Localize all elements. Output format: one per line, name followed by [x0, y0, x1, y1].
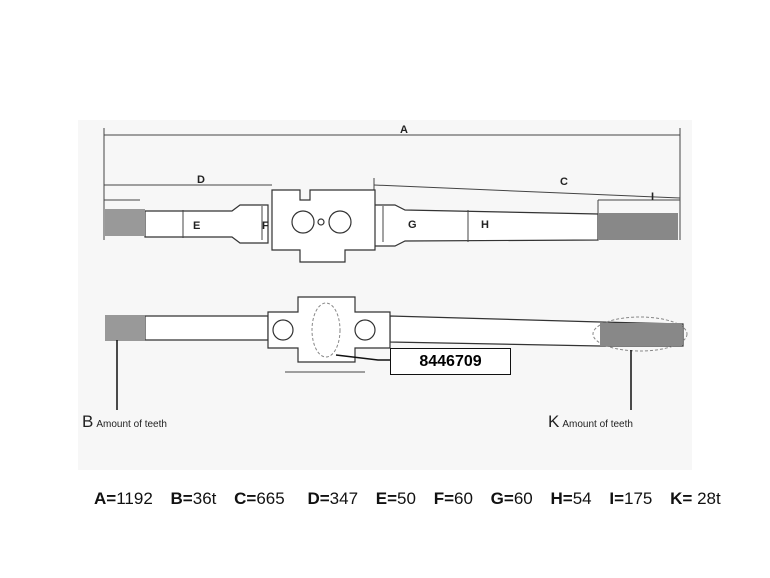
dim-label-g: G — [408, 219, 417, 231]
legend-d: D=347 — [307, 489, 358, 508]
drawing-background — [78, 120, 692, 470]
legend-a: A=1192 — [94, 489, 153, 508]
left-spline — [105, 209, 145, 236]
left-spline-bottom — [105, 315, 145, 341]
legend-value: 60 — [513, 489, 533, 508]
legend-value: 50 — [397, 489, 416, 508]
legend-key: A= — [94, 489, 117, 508]
legend-k: K= 28t — [670, 489, 721, 508]
legend-key: C= — [234, 489, 257, 508]
right-spline — [598, 213, 678, 240]
legend-key: H= — [550, 489, 573, 508]
legend-key: F= — [433, 489, 455, 508]
legend-value: 36t — [192, 489, 217, 508]
callout-b-letter: B — [82, 412, 94, 431]
bottom-view-shaft — [105, 296, 688, 373]
legend-g: G=60 — [491, 489, 533, 508]
legend-value: 1192 — [116, 489, 153, 508]
top-joint-left — [291, 210, 315, 234]
dim-label-d: D — [197, 174, 205, 186]
legend-h: H=54 — [550, 489, 591, 508]
legend-key: K= — [670, 489, 693, 508]
dimension-legend: A=1192 B=36t C=665 D=347 E=50 F=60 G=60 … — [94, 489, 734, 509]
callout-k-text: Amount of teeth — [562, 419, 633, 430]
legend-value: 175 — [624, 489, 653, 508]
callout-k-letter: K — [548, 412, 560, 431]
dim-label-c: C — [560, 176, 568, 188]
dimension-lines — [103, 128, 681, 250]
legend-key: G= — [490, 489, 514, 508]
dim-label-h: H — [481, 219, 489, 231]
top-joint-right — [328, 210, 352, 234]
inner-dimension-lines — [182, 206, 469, 242]
callout-b-text: Amount of teeth — [96, 419, 167, 430]
legend-value: 347 — [329, 489, 359, 508]
right-spline-bottom — [600, 323, 682, 346]
dim-label-e: E — [193, 220, 200, 232]
legend-f: F=60 — [434, 489, 473, 508]
legend-e: E=50 — [376, 489, 416, 508]
dim-label-a: A — [400, 124, 408, 136]
top-view-shaft — [105, 189, 678, 263]
legend-key: I= — [609, 489, 625, 508]
legend-value: 665 — [256, 489, 285, 508]
legend-b: B=36t — [171, 489, 217, 508]
legend-c: C=665 — [234, 489, 285, 508]
legend-value: 54 — [572, 489, 592, 508]
legend-i: I=175 — [609, 489, 652, 508]
dim-label-i: I — [651, 191, 654, 203]
legend-value: 60 — [454, 489, 473, 508]
dim-label-f: F — [262, 220, 269, 232]
legend-value: 28t — [692, 489, 721, 508]
legend-key: E= — [375, 489, 398, 508]
legend-key: D= — [307, 489, 330, 508]
legend-key: B= — [170, 489, 193, 508]
part-number-leader — [335, 354, 390, 361]
part-number-box: 8446709 — [390, 348, 511, 375]
